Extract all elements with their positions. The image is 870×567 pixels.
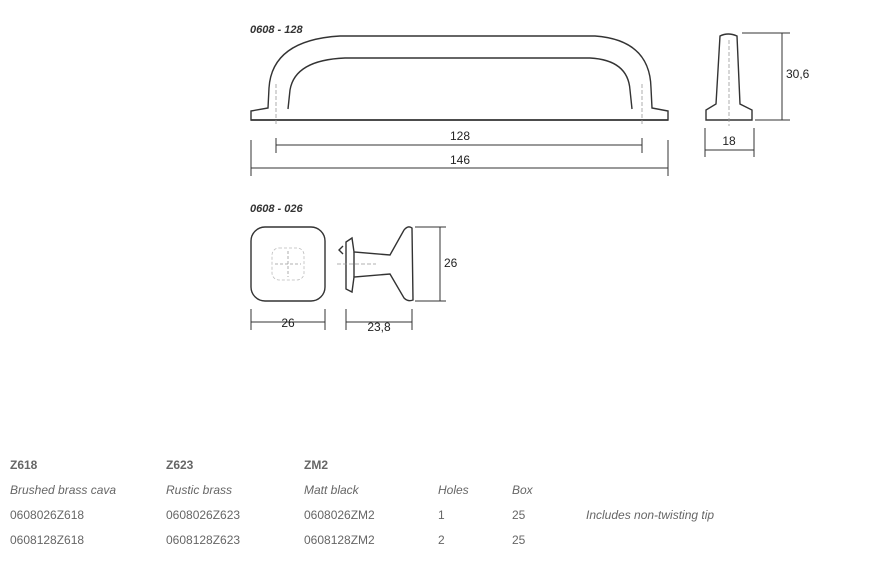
reference-zm2: 0608128ZM2 [304, 532, 375, 547]
reference-z623: 0608026Z623 [166, 507, 241, 522]
knob-height-dimension [415, 226, 446, 302]
handle-height-dimension [742, 32, 790, 121]
hole-spacing-value: 128 [450, 129, 470, 143]
knob-side-view [338, 226, 414, 302]
finish-name-row: Brushed brass cava Rustic brass Matt bla… [10, 477, 786, 502]
knob-code-label: 0608 - 026 [250, 203, 303, 215]
finish-code: Z623 [166, 457, 194, 472]
holes-header: Holes [438, 482, 469, 497]
table-row: 0608026Z618 0608026Z623 0608026ZM2 1 25 … [10, 502, 786, 527]
finish-name: Matt black [304, 482, 359, 497]
product-spec-table: Z618 Z623 ZM2 Brushed brass cava Rustic … [10, 452, 786, 552]
handle-code-label: 0608 - 128 [250, 24, 303, 36]
hole-spacing-dimension [275, 138, 643, 153]
product-note [586, 527, 786, 552]
box-value: 25 [512, 507, 526, 522]
finish-name: Brushed brass cava [10, 482, 117, 497]
technical-drawing: 0608 - 128 128 146 30,6 18 0608 - 02 [250, 24, 810, 334]
handle-width-dimension [704, 128, 755, 157]
box-value: 25 [512, 532, 526, 547]
finish-code: ZM2 [304, 457, 328, 472]
knob-depth-dimension [345, 309, 413, 330]
reference-z618: 0608026Z618 [10, 507, 85, 522]
finish-code: Z618 [10, 457, 38, 472]
reference-z623: 0608128Z623 [166, 532, 241, 547]
handle-width-value: 18 [722, 134, 736, 148]
table-row: 0608128Z618 0608128Z623 0608128ZM2 2 25 [10, 527, 786, 552]
reference-zm2: 0608026ZM2 [304, 507, 375, 522]
holes-value: 1 [438, 507, 445, 522]
finish-code-row: Z618 Z623 ZM2 [10, 452, 786, 477]
handle-height-value: 30,6 [786, 67, 810, 81]
box-header: Box [512, 482, 533, 497]
holes-value: 2 [438, 532, 445, 547]
knob-width-dimension [250, 309, 326, 330]
knob-front-view [250, 226, 326, 302]
knob-depth-value: 23,8 [367, 320, 391, 334]
knob-center-mark [275, 251, 301, 277]
product-note: Includes non-twisting tip [586, 507, 715, 522]
handle-front-view [250, 35, 669, 121]
knob-inner-outline [271, 247, 305, 281]
overall-length-dimension [250, 140, 669, 176]
knob-height-value: 26 [444, 256, 458, 270]
handle-side-view [705, 33, 753, 121]
overall-length-value: 146 [450, 153, 470, 167]
knob-width-value: 26 [281, 316, 295, 330]
handle-hole-centerlines [275, 84, 643, 126]
reference-z618: 0608128Z618 [10, 532, 85, 547]
finish-name: Rustic brass [166, 482, 233, 497]
